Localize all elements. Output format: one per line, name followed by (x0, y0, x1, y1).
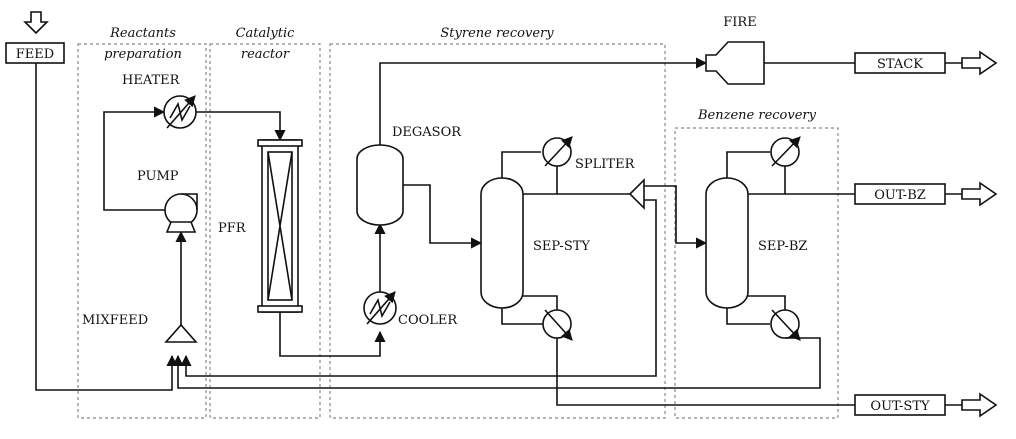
section-title-catalytic-2: reactor (241, 47, 290, 62)
sep-sty-reboiler-diagonal (544, 309, 573, 341)
sep-sty-reflux-line (523, 166, 558, 195)
stream-sep-sty-to-out-sty (556, 338, 855, 406)
section-title-reactants-1: Reactants (109, 26, 176, 41)
pump-discharge-line (181, 193, 198, 210)
spliter-icon (628, 178, 645, 210)
cooler-label: COOLER (398, 313, 458, 328)
feed-box (5, 42, 65, 64)
stream-spliter-to-sep-bz (644, 185, 708, 249)
sep-sty-condenser-diagonal (544, 136, 573, 167)
pfr-label: PFR (218, 221, 247, 236)
section-title-benzene: Benzene recovery (697, 108, 817, 123)
sep-bz-column (705, 177, 749, 309)
pfr-bed-cross (267, 151, 293, 301)
pfr-top-flange (257, 139, 303, 147)
sep-sty-bottoms-line (501, 308, 543, 325)
pfr-bed (267, 151, 293, 301)
section-reactants-prep-box (77, 43, 207, 419)
sep-sty-overhead-line (501, 151, 541, 178)
sep-bz-bottoms-line (726, 308, 770, 325)
section-title-styrene: Styrene recovery (440, 26, 554, 41)
stack-arrow-icon (961, 50, 998, 76)
out-bz-arrow-icon (961, 181, 998, 207)
feed-label: FEED (16, 47, 54, 62)
fire-icon (705, 41, 765, 85)
spliter-label: SPLITER (575, 157, 636, 172)
heater-diagonal (166, 95, 196, 129)
stream-feed-to-mixfeed (35, 63, 178, 391)
pfr-bottom-flange (257, 305, 303, 313)
sep-bz-overhead-line (726, 151, 770, 178)
section-catalytic-reactor-box (209, 43, 321, 419)
stream-heater-to-pfr (196, 111, 286, 142)
sep-bz-reflux-line (748, 166, 786, 195)
cooler-diagonal (366, 291, 396, 325)
feed-arrow-icon (23, 11, 49, 35)
sep-bz-reboiler-diagonal (771, 309, 801, 341)
stack-label: STACK (877, 57, 923, 72)
stream-spliter-recycle (180, 199, 657, 377)
degasor-label: DEGASOR (392, 125, 462, 140)
sep-bz-condenser-diagonal (771, 136, 801, 167)
stream-pump-to-heater (103, 106, 166, 211)
pump-base-icon (165, 221, 197, 233)
sep-sty-column (480, 177, 524, 309)
section-benzene-recovery-box (674, 127, 839, 419)
sep-sty-label: SEP-STY (533, 239, 590, 254)
sep-sty-boilup-line (523, 295, 558, 310)
section-styrene-recovery-box (329, 43, 666, 419)
section-title-reactants-2: preparation (104, 47, 182, 62)
mixfeed-icon (164, 323, 198, 343)
section-title-catalytic-1: Catalytic (236, 26, 296, 41)
out-sty-label: OUT-STY (870, 399, 930, 414)
out-bz-label: OUT-BZ (874, 188, 926, 203)
sep-bz-label: SEP-BZ (758, 239, 807, 254)
mixfeed-label: MIXFEED (82, 313, 148, 328)
fire-label: FIRE (723, 15, 756, 30)
stream-degasor-to-sep-sty (403, 184, 483, 249)
pump-label: PUMP (137, 169, 179, 184)
sep-bz-boilup-line (748, 295, 786, 310)
stream-pfr-to-cooler (279, 312, 386, 357)
out-sty-arrow-icon (961, 392, 998, 418)
stream-sep-bz-recycle (172, 337, 821, 389)
degasor-vessel (356, 144, 404, 226)
heater-label: HEATER (122, 73, 181, 88)
stream-degasor-to-fire (379, 57, 708, 145)
